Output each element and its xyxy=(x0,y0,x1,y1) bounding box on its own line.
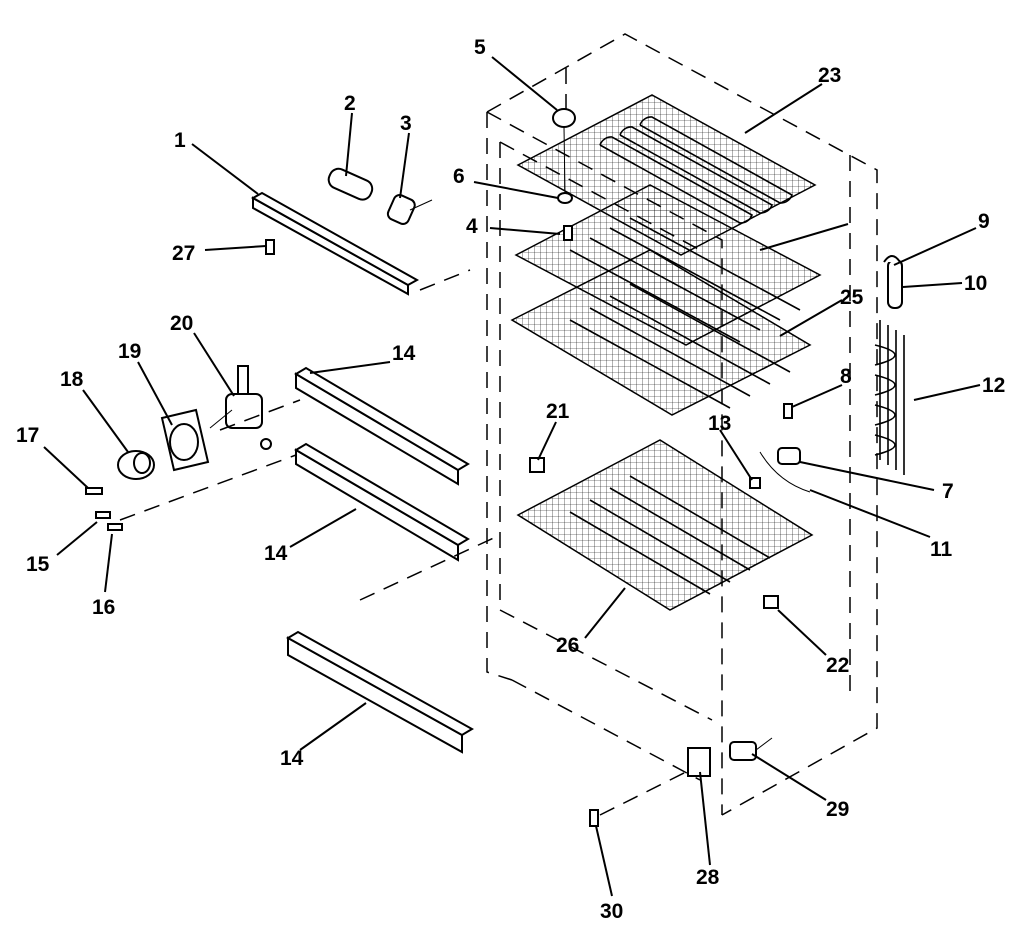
clip-22 xyxy=(763,595,779,609)
callout-21: 21 xyxy=(546,400,570,423)
fan-blade xyxy=(117,450,155,480)
light-bulb xyxy=(327,167,374,201)
callout-14-upper: 14 xyxy=(392,342,416,365)
light-socket xyxy=(386,194,433,225)
callout-22: 22 xyxy=(826,654,849,677)
screw-15 xyxy=(95,511,111,519)
leader-lines xyxy=(43,56,981,897)
callout-labels: 1 2 3 4 5 6 7 8 9 10 11 12 13 14 14 14 1… xyxy=(16,36,1005,923)
grommet xyxy=(552,108,576,128)
callout-9: 9 xyxy=(978,210,990,233)
connector-29 xyxy=(729,737,773,761)
bottom-evaporator-coil xyxy=(516,439,814,611)
callout-20: 20 xyxy=(170,312,193,335)
callout-14-middle: 14 xyxy=(264,542,288,565)
callout-10: 10 xyxy=(964,272,987,295)
assembly-lines xyxy=(119,269,691,816)
callout-12: 12 xyxy=(982,374,1005,397)
bracket-28 xyxy=(687,747,711,777)
clip-21 xyxy=(529,457,545,473)
washer xyxy=(557,192,573,204)
callout-8: 8 xyxy=(840,365,852,388)
wire-11 xyxy=(759,451,811,493)
callout-14-lower: 14 xyxy=(280,747,304,770)
callout-13: 13 xyxy=(708,412,731,435)
side-rail-middle xyxy=(294,442,470,562)
callout-19: 19 xyxy=(118,340,141,363)
callout-5: 5 xyxy=(474,36,486,59)
callout-11: 11 xyxy=(930,538,953,561)
callout-7: 7 xyxy=(942,480,954,503)
lower-middle-evaporator-coil xyxy=(510,249,812,416)
sensor-7 xyxy=(777,447,801,465)
callout-3: 3 xyxy=(400,112,412,135)
callout-16: 16 xyxy=(92,596,115,619)
callout-6: 6 xyxy=(453,165,465,188)
callout-28: 28 xyxy=(696,866,720,889)
callout-18: 18 xyxy=(60,368,84,391)
fan-shroud xyxy=(160,408,210,472)
side-rail-upper xyxy=(294,366,470,486)
screw-4 xyxy=(563,225,573,241)
side-rail-lower xyxy=(286,630,474,754)
callout-1: 1 xyxy=(174,129,186,152)
callout-30: 30 xyxy=(600,900,623,923)
callout-4: 4 xyxy=(466,215,478,238)
callout-2: 2 xyxy=(344,92,356,115)
clip-13 xyxy=(749,477,761,489)
screw-30 xyxy=(589,809,599,827)
callout-25: 25 xyxy=(840,286,864,309)
screw-8 xyxy=(783,403,793,419)
callout-17: 17 xyxy=(16,424,39,447)
callout-26: 26 xyxy=(556,634,579,657)
callout-15: 15 xyxy=(26,553,50,576)
callout-29: 29 xyxy=(826,798,849,821)
top-evaporator-coil xyxy=(516,94,817,256)
screw-27 xyxy=(265,239,275,255)
fan-motor xyxy=(209,365,272,450)
callout-27: 27 xyxy=(172,242,195,265)
top-rail xyxy=(250,191,420,296)
drier-tube xyxy=(883,255,903,309)
side-condenser-coil xyxy=(874,320,905,475)
screw-17 xyxy=(85,487,103,495)
callout-23: 23 xyxy=(818,64,841,87)
screw-16 xyxy=(107,523,123,531)
